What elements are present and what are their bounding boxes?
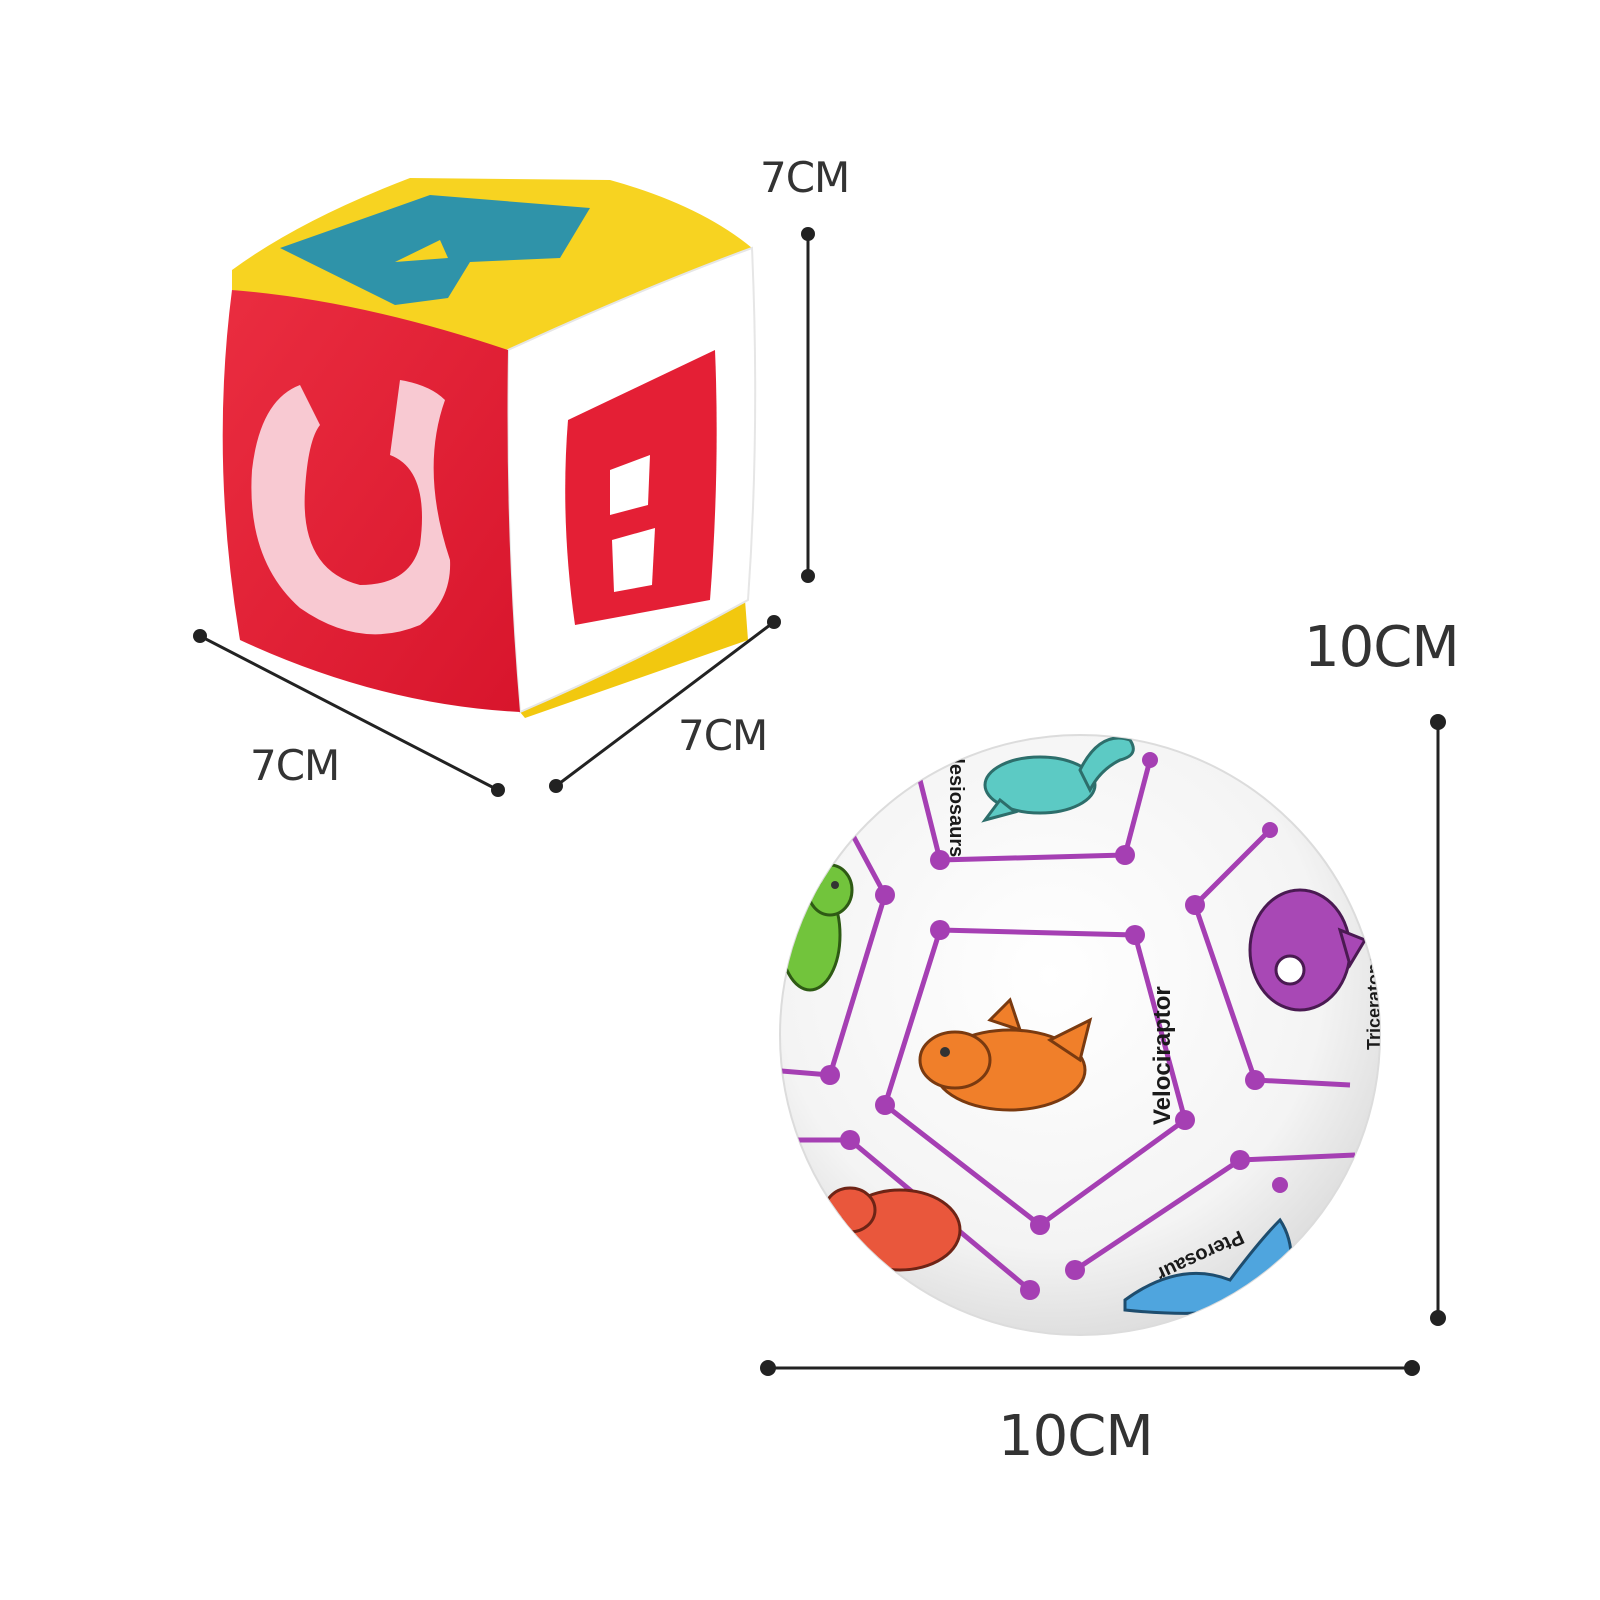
dinosaur-ball: Velociraptor Plesiosaurs Triceratops [779,734,1384,1336]
cube-depth-dimension: 7CM [549,615,781,793]
ball-width-dimension: 10CM [760,1360,1420,1469]
ball-width-label: 10CM [998,1404,1153,1469]
triceratops-illustration [1248,888,1368,1012]
cube-height-label: 7CM [760,153,849,202]
alphabet-cube [222,178,757,718]
ball-height-label: 10CM [1304,615,1459,680]
cube-letter-c [251,380,451,635]
cube-letter-a [280,195,590,305]
plesiosaurs-illustration [981,736,1135,823]
cube-depth-label: 7CM [678,711,767,760]
ball-seams [780,759,1356,1292]
cube-letter-b [565,350,717,625]
cube-height-dimension: 7CM [760,153,850,583]
plesiosaurs-label: Plesiosaurs [945,745,967,857]
cube-width-label: 7CM [250,741,339,790]
velociraptor-label: Velociraptor [1149,986,1176,1125]
triceratops-label: Triceratops [1364,953,1384,1050]
velociraptor-illustration [918,997,1093,1112]
ball-height-dimension: 10CM [1304,615,1460,1326]
cube-width-dimension: 7CM [193,629,505,797]
red-dinosaur-illustration [823,1186,962,1272]
